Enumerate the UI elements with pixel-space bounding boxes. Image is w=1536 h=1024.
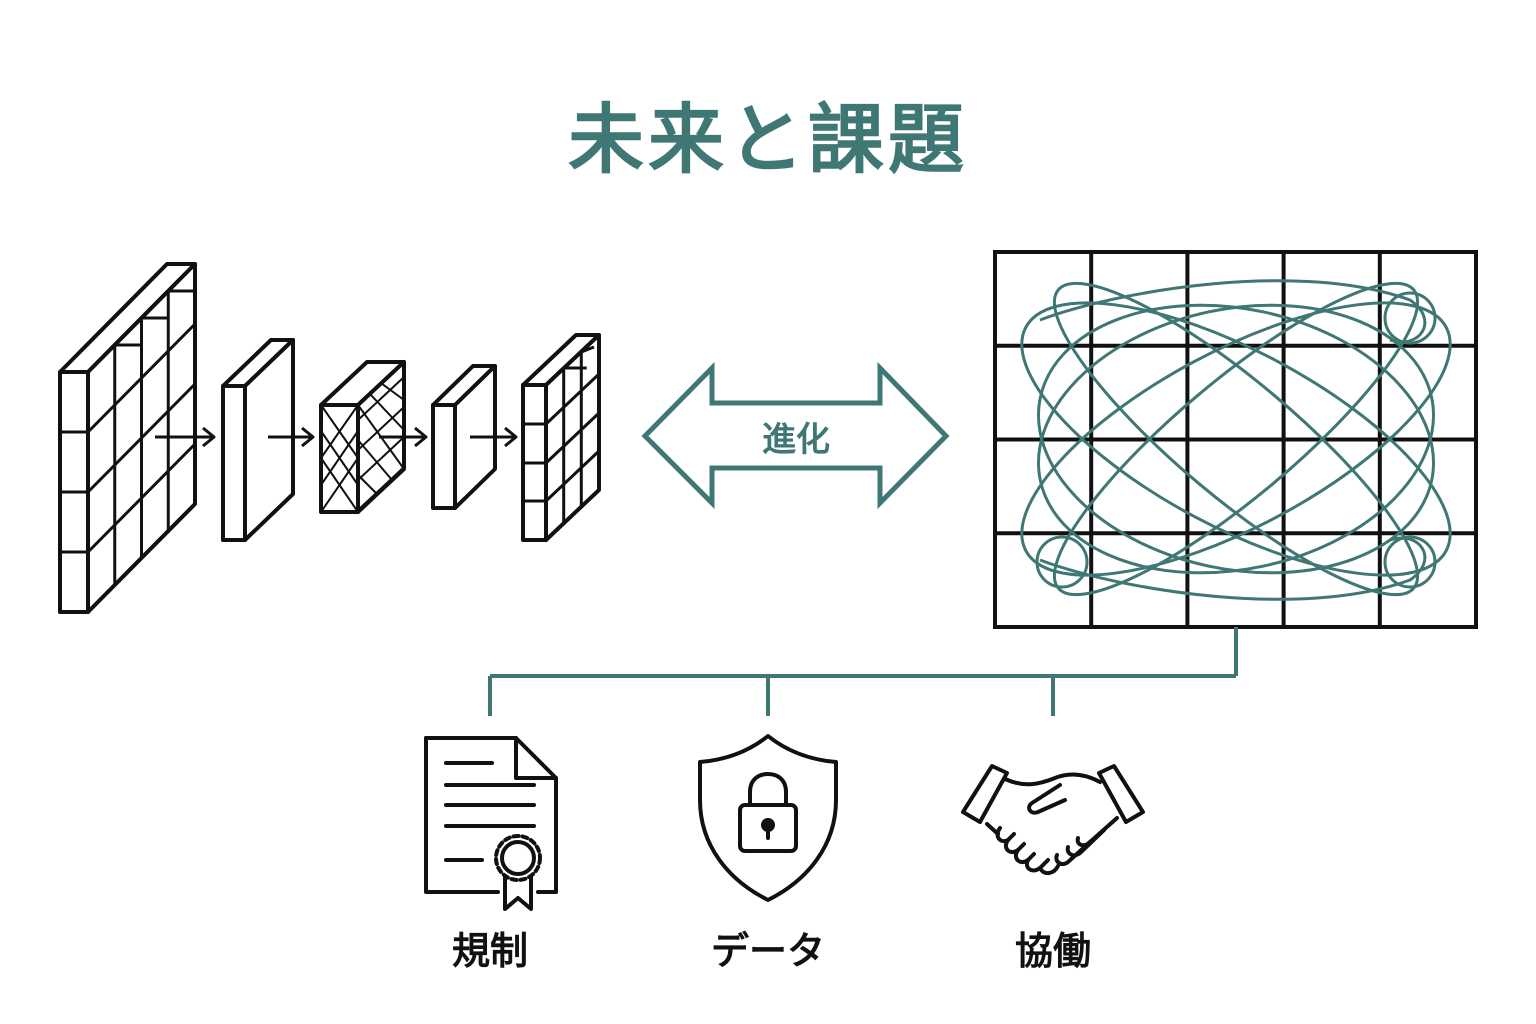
connector-arrow-3 bbox=[379, 426, 428, 448]
connector-arrow-2 bbox=[268, 426, 315, 448]
certificate-document-icon bbox=[424, 736, 558, 911]
page-title: 未来と課題 bbox=[568, 95, 968, 184]
double-arrow-icon bbox=[641, 361, 950, 510]
hidden-layer-plate-2 bbox=[431, 364, 497, 510]
challenge-connector-tree bbox=[488, 627, 1238, 716]
evolution-double-arrow: 進化 bbox=[641, 361, 950, 510]
challenge-label-regulation: 規制 bbox=[451, 929, 528, 973]
hidden-layer-plate-1 bbox=[221, 338, 295, 542]
connector-arrow-1 bbox=[155, 426, 216, 448]
layer-connector-arrows bbox=[155, 426, 518, 448]
shield-lock-icon bbox=[698, 734, 838, 902]
orbit-curves bbox=[1020, 279, 1452, 601]
input-layer-grid bbox=[58, 262, 197, 614]
orbit-node-bottom-left bbox=[1035, 535, 1089, 589]
future-grid-orbits bbox=[993, 250, 1478, 629]
orbit-node-top-right bbox=[1383, 291, 1437, 345]
challenge-label-collaboration: 協働 bbox=[1014, 929, 1091, 973]
output-layer-grid bbox=[521, 333, 601, 542]
challenge-label-data: データ bbox=[710, 929, 825, 973]
orbit-node-bottom-right bbox=[1383, 535, 1437, 589]
connector-arrow-4 bbox=[470, 426, 518, 448]
arrow-label: 進化 bbox=[762, 420, 830, 460]
neural-network-pipeline bbox=[58, 262, 601, 614]
handshake-icon bbox=[961, 764, 1145, 875]
